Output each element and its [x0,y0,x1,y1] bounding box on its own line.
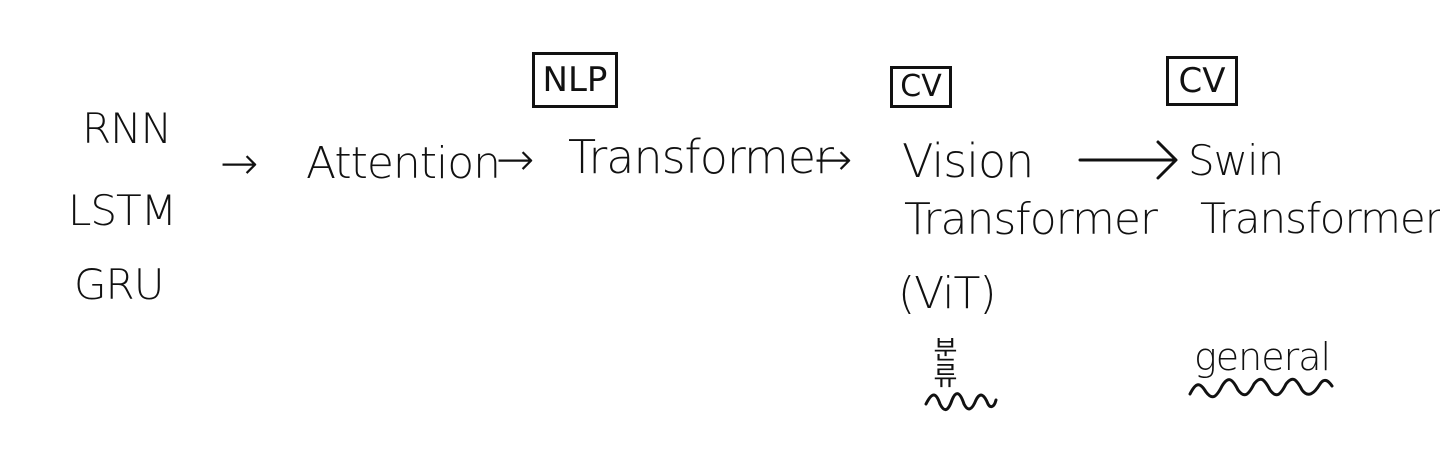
tag-cv-swin: CV [1166,56,1238,106]
node-vit-line3: (ViT) [898,268,997,319]
node-swin-line1: Swin [1188,136,1284,185]
arrow-4 [1078,140,1178,180]
arrow-3: → [814,132,853,186]
node-rnn: RNN [82,104,172,153]
squiggle-underline-vit [924,392,998,411]
node-transformer: Transformer [568,130,834,184]
tag-cv-vit: CV [890,66,952,108]
note-vit: 분류 [928,336,958,388]
note-swin: general [1194,335,1331,379]
arrow-2: → [496,132,535,186]
arrow-1: → [220,136,259,190]
node-vit-line2: Transformer [904,194,1158,245]
squiggle-underline-swin [1188,377,1334,399]
tag-nlp: NLP [532,52,618,108]
node-swin-line2: Transformer [1200,194,1440,243]
node-vit-line1: Vision [902,134,1034,188]
node-attention: Attention [306,138,501,189]
node-gru: GRU [74,260,164,309]
node-lstm: LSTM [68,186,177,235]
